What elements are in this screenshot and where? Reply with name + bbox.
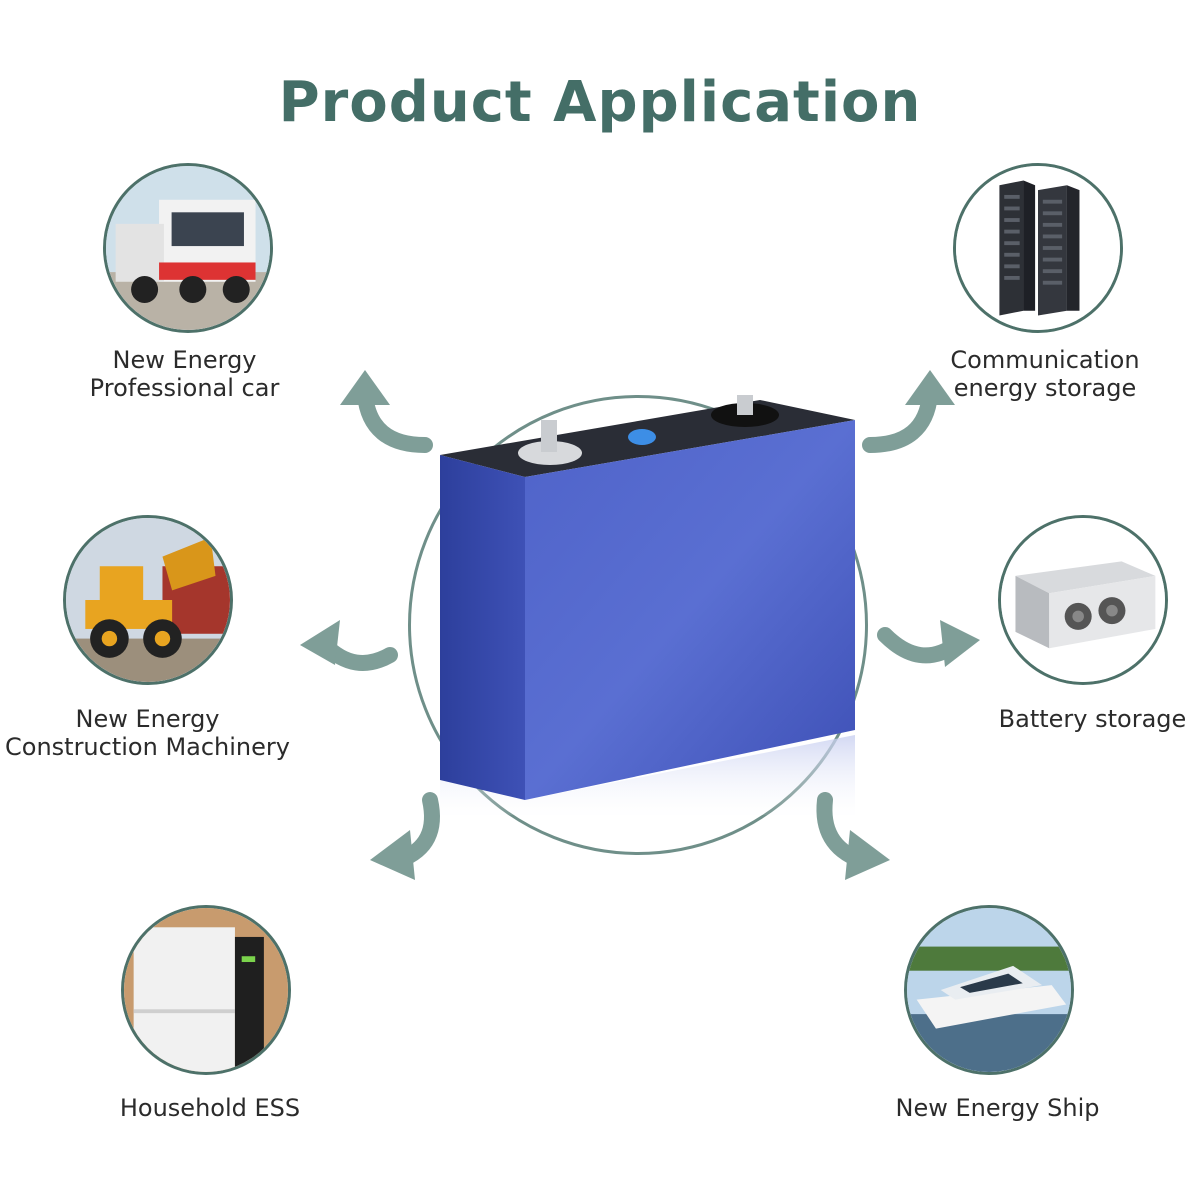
server-rack-icon bbox=[956, 166, 1120, 330]
curved-arrow-icon bbox=[300, 620, 398, 671]
center-ring bbox=[408, 395, 868, 855]
label-professional-car: New Energy Professional car bbox=[89, 346, 280, 402]
curved-arrow-icon bbox=[877, 620, 980, 667]
home-battery-icon bbox=[124, 908, 288, 1072]
arrow-to-professional-car bbox=[330, 365, 440, 475]
arrow-to-construction-machinery bbox=[295, 595, 405, 705]
page-title: Product Application bbox=[278, 70, 922, 135]
label-energy-ship: New Energy Ship bbox=[895, 1094, 1100, 1122]
app-circle-battery-storage bbox=[998, 515, 1168, 685]
label-household-ess: Household ESS bbox=[119, 1094, 301, 1122]
arrow-to-household-ess bbox=[360, 790, 470, 900]
curved-arrow-icon bbox=[816, 792, 890, 880]
wheel-loader-icon bbox=[66, 518, 230, 682]
power-module-icon bbox=[1001, 518, 1165, 682]
app-circle-communication-storage bbox=[953, 163, 1123, 333]
app-circle-household-ess bbox=[121, 905, 291, 1075]
arrow-to-battery-storage bbox=[875, 595, 985, 705]
label-construction-machinery: New Energy Construction Machinery bbox=[5, 705, 290, 761]
app-circle-construction-machinery bbox=[63, 515, 233, 685]
label-battery-storage: Battery storage bbox=[998, 705, 1187, 733]
battery-cell-icon bbox=[440, 395, 855, 815]
curved-arrow-icon bbox=[370, 792, 440, 880]
arrow-to-communication-storage bbox=[855, 365, 965, 475]
truck-icon bbox=[106, 166, 270, 330]
app-circle-professional-car bbox=[103, 163, 273, 333]
yacht-icon bbox=[907, 908, 1071, 1072]
curved-arrow-icon bbox=[862, 370, 955, 453]
curved-arrow-icon bbox=[340, 370, 433, 453]
battery-cell-image bbox=[430, 395, 870, 815]
label-communication-storage: Communication energy storage bbox=[950, 346, 1140, 402]
arrow-to-energy-ship bbox=[800, 790, 910, 900]
app-circle-energy-ship bbox=[904, 905, 1074, 1075]
